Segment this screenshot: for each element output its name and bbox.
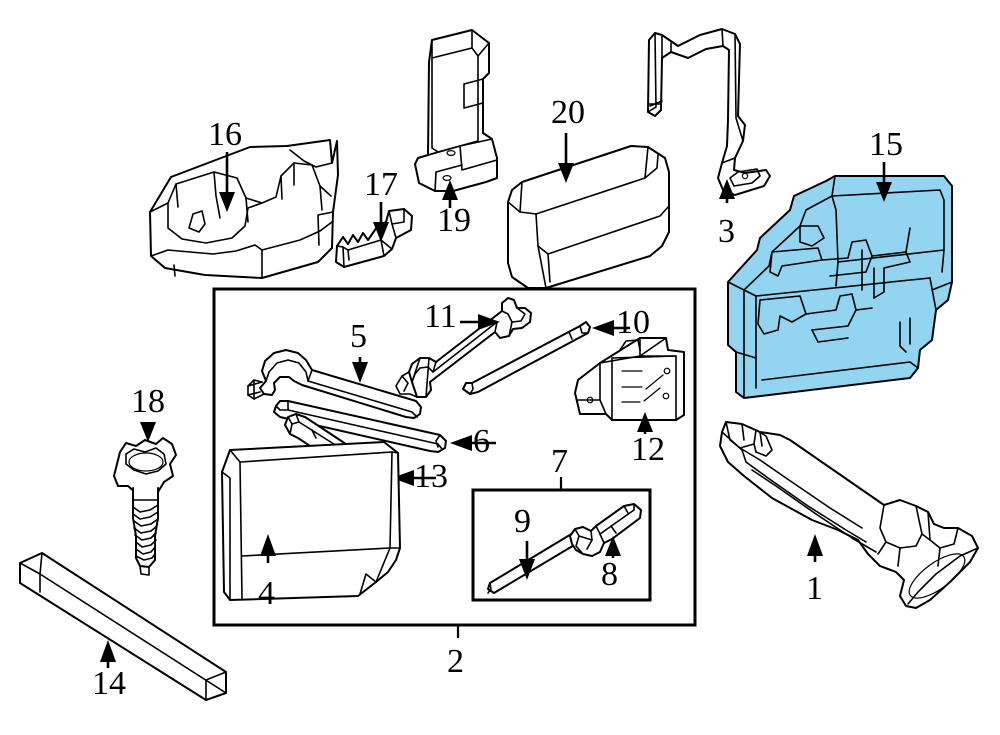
callout-9-leader	[519, 541, 535, 580]
part-17-retainer-clip	[335, 208, 413, 268]
part-5-lug-wrench	[247, 349, 422, 419]
callout-label-10: 10	[616, 304, 650, 341]
callout-label-3: 3	[718, 213, 735, 250]
callout-label-1: 1	[806, 570, 823, 607]
callout-label-19: 19	[437, 202, 471, 239]
callout-13-leader	[392, 470, 436, 486]
callout-19-leader	[442, 180, 458, 208]
callout-label-16: 16	[208, 116, 242, 153]
part-9-screwdriver-blade	[487, 529, 584, 594]
callout-10-leader	[592, 320, 630, 336]
part-19-mounting-bracket	[414, 29, 498, 192]
callout-14-leader	[100, 640, 116, 668]
callout-label-18: 18	[131, 383, 165, 420]
callout-label-4: 4	[258, 575, 275, 612]
callout-16-leader	[219, 152, 235, 212]
callout-label-5: 5	[350, 318, 367, 355]
callout-label-15: 15	[869, 126, 903, 163]
part-15-tool-tray-foam	[727, 175, 953, 399]
callout-15-leader	[876, 162, 892, 202]
callout-label-8: 8	[601, 556, 618, 593]
callout-1-leader	[807, 534, 823, 562]
callout-label-6: 6	[473, 423, 490, 460]
callout-label-11: 11	[424, 298, 457, 335]
callout-20-leader	[558, 133, 574, 183]
part-1-jack-assembly	[719, 421, 979, 609]
part-8-screwdriver-handle	[569, 503, 642, 557]
part-4-tool-bag	[221, 441, 401, 601]
callout-label-2: 2	[447, 643, 464, 680]
callout-label-7: 7	[551, 443, 568, 480]
part-6-extension-bar	[273, 400, 447, 453]
part-20-tool-case	[507, 145, 670, 289]
callout-4-leader	[260, 534, 276, 563]
callout-label-9: 9	[514, 503, 531, 540]
callout-label-13: 13	[414, 458, 448, 495]
callout-8-leader	[605, 536, 621, 558]
part-16-spare-tire-foam-tray	[149, 139, 339, 279]
callout-3-leader	[719, 179, 735, 203]
part-11-open-end-wrench	[395, 297, 532, 398]
callout-11-leader	[460, 314, 500, 330]
callout-label-12: 12	[631, 431, 665, 468]
callout-12-leader	[637, 412, 653, 434]
callout-label-17: 17	[364, 166, 398, 203]
callout-5-leader	[352, 357, 368, 383]
part-12-jack-bracket	[574, 337, 685, 421]
part-3-hold-down-strap	[647, 28, 771, 196]
part-10-jack-rod	[462, 321, 591, 395]
part-14-support-bar	[19, 552, 227, 701]
tool-kit-contents-box	[212, 287, 697, 627]
callout-label-20: 20	[551, 94, 585, 131]
part-18-wing-bolt	[113, 437, 177, 576]
callout-6-leader	[450, 435, 496, 451]
callout-label-14: 14	[92, 665, 126, 702]
callout-18-leader	[140, 422, 156, 442]
callout-17-leader	[373, 202, 389, 242]
